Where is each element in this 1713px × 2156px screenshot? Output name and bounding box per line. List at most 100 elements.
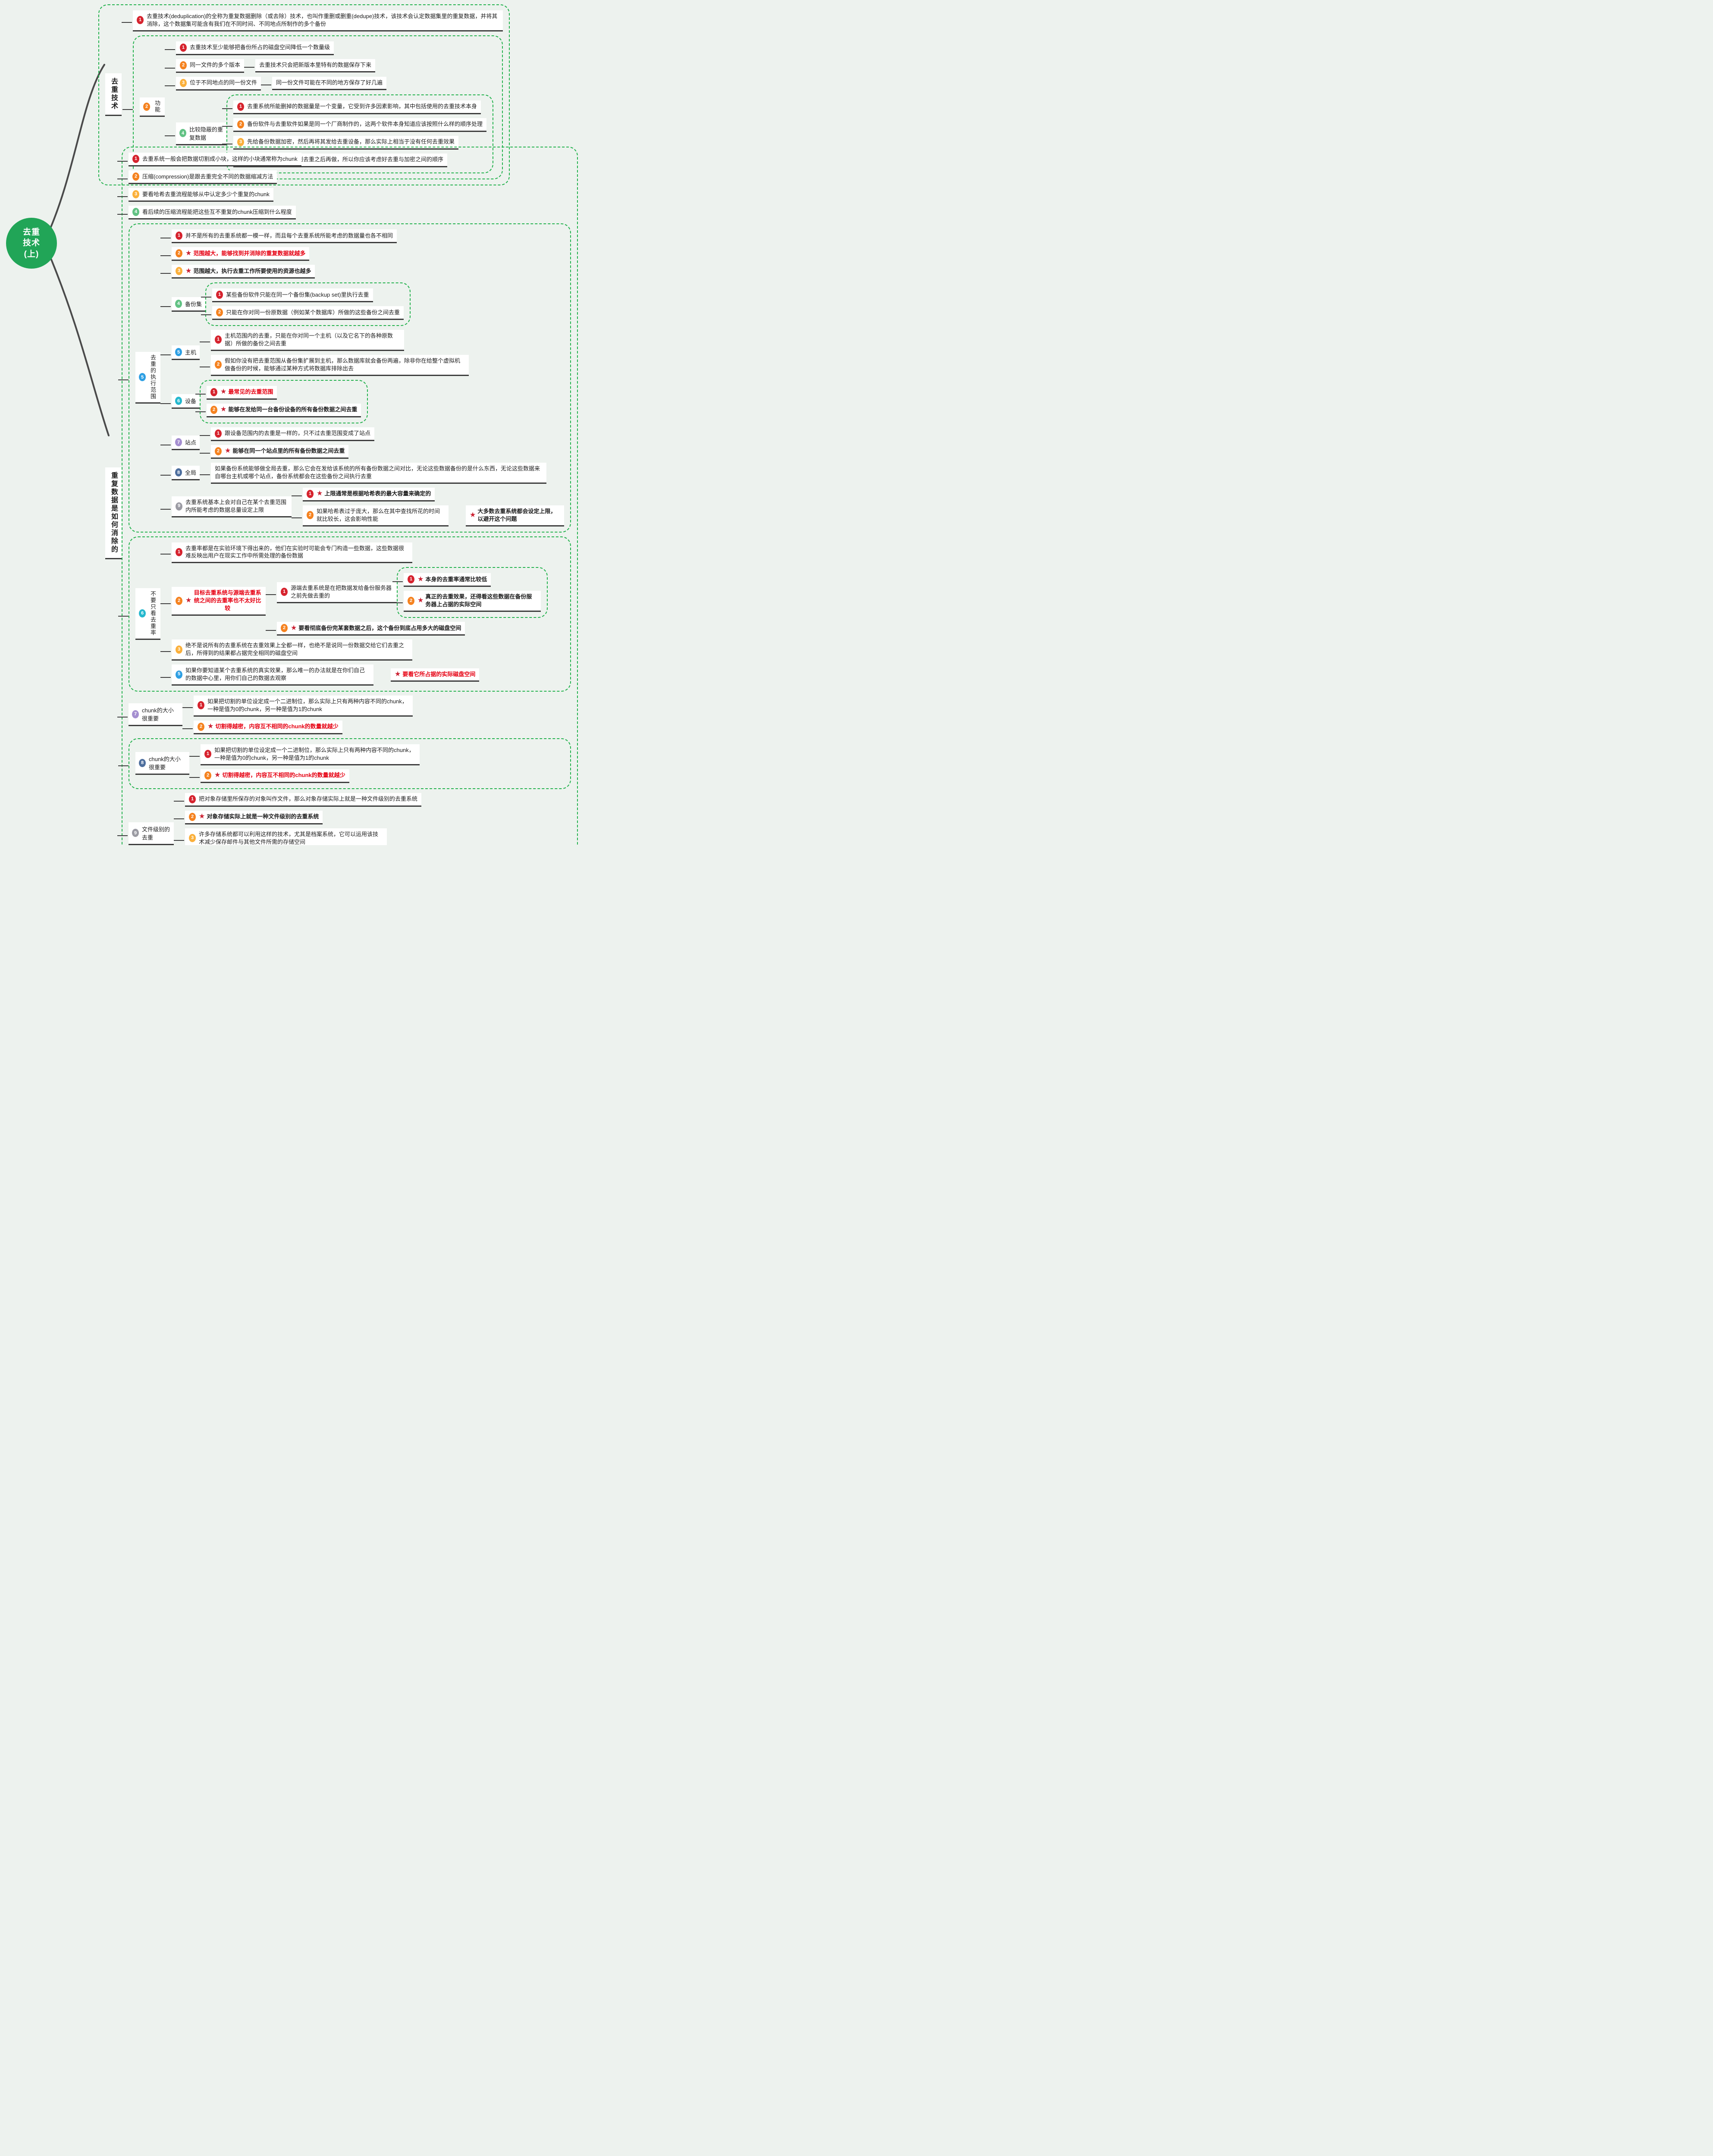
node-site-2[interactable]: 2 ★ 能够在同一个站点里的所有备份数据之间去重 [211,445,349,459]
node-limit-2[interactable]: 2 如果哈希表过于庞大，那么在其中查找所花的时间就比较长，这会影响性能 [303,505,449,526]
mindmap-canvas: 去重 技术 (上) 去重技术 1 去重技术(deduplication)的全称为… [0,0,578,845]
node-text: 位于不同地点的同一份文件 [190,79,257,86]
node-text: 大多数去重系统都会设定上限，以避开这个问题 [477,508,556,522]
node-ratio-1[interactable]: 1 去重率都是在实验环境下得出来的，他们在实验时可能会专门构造一些数据，这些数据… [172,542,412,564]
node-fn-3-note[interactable]: 同一份文件可能在不同的地方保存了好几遍 [272,77,387,91]
node-text: 如果你要知道某个去重系统的真实效果，那么唯一的办法就是在你们自己的数据中心里，用… [185,667,365,682]
node-fn-3[interactable]: 3 位于不同地点的同一份文件 [176,76,261,91]
node-chunk8-1[interactable]: 1 如果把切割的单位设定成一个二进制位，那么实际上只有两种内容不同的chunk，… [201,744,420,765]
backupset-children: 1 某些备份软件只能在同一个备份集(backup set)里执行去重 2 只能在… [205,282,411,326]
node-hidden-1[interactable]: 1 去重系统所能删掉的数据量是一个变量，它受到许多因素影响，其中包括使用的去重技… [233,100,481,114]
node-hidden-dup-label[interactable]: 4 比较隐蔽的重复数据 [176,122,226,145]
node-device-2[interactable]: 2 ★ 能够在发给同一台备份设备的所有备份数据之间去重 [207,403,361,417]
node-dedup-definition[interactable]: 1 去重技术(deduplication)的全称为重复数据删除（或去除）技术，也… [133,10,503,31]
node-scope-1[interactable]: 1 并不是所有的去重系统都一模一样，而且每个去重系统所能考虑的数据量也各不相同 [172,229,397,243]
label-text: 设备 [185,398,197,405]
star-icon: ★ [225,447,231,455]
root-line: 技术 [22,238,40,248]
row-backupset: 4 备份集 1 某些备份软件只能在同一个备份集(backup set)里执行去重… [172,282,564,326]
node-global-text[interactable]: 如果备份系统能够做全局去重，那么它会在发给该系统的所有备份数据之间对比，无论这些… [211,462,547,484]
node-b-1[interactable]: 1 去重系统一般会把数据切割成小块，这样的小块通常称为chunk [129,153,301,166]
node-chunk7-label[interactable]: 7 chunk的大小很重要 [129,703,182,727]
node-hidden-2[interactable]: 2 备份软件与去重软件如果是同一个厂商制作的，这两个软件本身知道应该按照什么样的… [233,118,487,132]
badge-6: 6 [175,397,182,405]
node-global-label[interactable]: 8 全局 [172,466,200,481]
node-text: 先给备份数据加密，然后再将其发给去重设备，那么实际上相当于没有任何去重效果 [247,138,455,145]
badge-4: 4 [132,208,139,216]
branch-b-label[interactable]: 重复数据是如何消除的 [105,467,122,560]
node-host-1[interactable]: 1 主机范围内的去重，只能在你对同一个主机（以及它名下的各种原数据）所做的备份之… [211,330,405,351]
node-compare[interactable]: 2 ★ 目标去重系统与源端去重系统之间的去重率也不太好比较 [172,587,266,616]
node-ratio-5[interactable]: 5 如果你要知道某个去重系统的真实效果，那么唯一的办法就是在你们自己的数据中心里… [172,664,373,686]
node-site-label[interactable]: 7 站点 [172,436,200,451]
badge-3: 3 [237,138,244,146]
node-compare-2[interactable]: 2 ★ 要看彻底备份完某套数据之后，这个备份到底占用多大的磁盘空间 [277,622,465,636]
badge-5: 5 [176,670,182,679]
node-device-label[interactable]: 6 设备 [172,394,200,409]
node-text: 主机范围内的去重，只能在你对同一个主机（以及它名下的各种原数据）所做的备份之间去… [225,332,393,347]
star-icon: ★ [395,671,401,678]
node-functions-label[interactable]: 2 功能 [140,97,165,117]
node-fn-2[interactable]: 2 同一文件的多个版本 [176,59,245,73]
node-limit-1[interactable]: 1 ★ 上限通常是根据哈希表的最大容量来确定的 [303,487,435,501]
node-filelevel-2[interactable]: 2 ★ 对象存储实际上就是一种文件级别的去重系统 [185,810,323,824]
badge-1: 1 [215,429,222,438]
node-fn-1[interactable]: 1 去重技术至少能够把备份所占的磁盘空间降低一个数量级 [176,41,334,55]
node-backupset-2[interactable]: 2 只能在你对同一份原数据（例如某个数据库）所做的这些备份之间去重 [212,306,404,320]
node-b-4[interactable]: 4 看后续的压缩流程能把这些互不重复的chunk压缩到什么程度 [129,206,296,219]
star-icon: ★ [220,388,227,396]
badge-1: 1 [307,489,314,498]
row-compare: 2 ★ 目标去重系统与源端去重系统之间的去重率也不太好比较 1 源端去重系统是在… [172,567,548,636]
node-scope-label[interactable]: 5 去重的执行范围 [135,352,160,404]
node-source-2[interactable]: 2 ★ 真正的去重效果，还得看这些数据在备份服务器上占据的实际空间 [404,591,541,612]
source-dedup-children: 1 ★ 本身的去重率通常比较低 2 ★ 真正的去重效果，还得看这些数据在备份服务… [397,567,548,618]
star-icon: ★ [185,249,192,257]
node-ratio-label[interactable]: 6 不要只看去重率 [135,588,160,640]
host-children: 1 主机范围内的去重，只能在你对同一个主机（以及它名下的各种原数据）所做的备份之… [200,330,469,376]
node-ratio-3[interactable]: 3 绝不是说所有的去重系统在去重效果上全都一样，也绝不是说同一份数据交给它们去重… [172,639,412,661]
label-text: chunk的大小很重要 [142,707,174,722]
label-text: 去重的执行范围 [150,354,156,400]
node-limit[interactable]: 9 去重系统基本上会对自己在某个去重范围内所能考虑的数据总量设定上限 [172,496,292,517]
node-source-1[interactable]: 1 ★ 本身的去重率通常比较低 [404,573,491,587]
node-backupset-1[interactable]: 1 某些备份软件只能在同一个备份集(backup set)里执行去重 [212,288,373,302]
node-chunk7-2[interactable]: 2 ★ 切割得越密，内容互不相同的chunk的数量就越少 [194,720,342,734]
node-backupset-label[interactable]: 4 备份集 [172,297,206,312]
node-text: 假如你没有把去重范围从备份集扩展到主机，那么数据库就会备份两遍，除非你在给整个虚… [225,357,461,372]
badge-3: 3 [176,645,182,654]
node-fn-2-note[interactable]: 去重技术只会把新版本里特有的数据保存下来 [255,59,376,73]
star-icon: ★ [417,575,424,583]
branch-a-label[interactable]: 去重技术 [105,73,122,116]
label-text: 文件级别的去重 [142,826,170,841]
site-children: 1 跟设备范围内的去重是一样的，只不过去重范围变成了站点 2 ★ 能够在同一个站… [200,427,375,459]
node-filelevel-1[interactable]: 1 把对象存储里所保存的对象叫作文件，那么对象存储实际上就是一种文件级别的去重系… [185,793,422,807]
node-scope-3[interactable]: 3 ★ 范围越大，执行去重工作所要使用的资源也越多 [172,265,315,279]
badge-9: 9 [176,502,182,511]
node-ratio-note[interactable]: ★ 要看它所占据的实际磁盘空间 [391,668,480,682]
node-chunk8-2[interactable]: 2 ★ 切割得越密，内容互不相同的chunk的数量就越少 [201,769,349,783]
node-device-1[interactable]: 1 ★ 最常见的去重范围 [207,385,277,400]
fn-2-children: 去重技术只会把新版本里特有的数据保存下来 [244,59,376,73]
badge-1: 1 [204,750,211,758]
node-chunk8-label[interactable]: 8 chunk的大小很重要 [135,752,189,775]
node-source-dedup[interactable]: 1 源端去重系统是在把数据发给备份服务器之前先做去重的 [277,582,397,603]
node-chunk7-1[interactable]: 1 如果把切割的单位设定成一个二进制位，那么实际上只有两种内容不同的chunk，… [194,696,413,717]
label-text: 功能 [154,100,160,113]
node-b-2[interactable]: 2 压缩(compression)是跟去重完全不同的数据缩减方法 [129,170,277,184]
node-text: 只能在你对同一份原数据（例如某个数据库）所做的这些备份之间去重 [226,309,400,316]
root-node[interactable]: 去重 技术 (上) [6,218,57,269]
node-text: 如果备份系统能够做全局去重，那么它会在发给该系统的所有备份数据之间对比，无论这些… [215,465,540,479]
badge-1: 1 [215,335,222,344]
node-text: 源端去重系统是在把数据发给备份服务器之前先做去重的 [291,584,392,599]
node-filelevel-3[interactable]: 3 许多存储系统都可以利用这样的技术，尤其是档案系统，它可以运用该技术减少保存邮… [185,828,387,845]
node-scope-2[interactable]: 2 ★ 范围越大，能够找到并消除的重复数据就越多 [172,247,310,261]
node-text: 去重技术至少能够把备份所占的磁盘空间降低一个数量级 [190,44,330,51]
global-children: 如果备份系统能够做全局去重，那么它会在发给该系统的所有备份数据之间对比，无论这些… [200,462,547,484]
node-host-2[interactable]: 2 假如你没有把去重范围从备份集扩展到主机，那么数据库就会备份两遍，除非你在给整… [211,354,469,376]
node-filelevel-label[interactable]: 9 文件级别的去重 [129,822,174,845]
label-text: 全局 [185,470,197,476]
node-b-3[interactable]: 3 要看哈希去重流程能够从中认定多少个重复的chunk [129,188,273,202]
node-site-1[interactable]: 1 跟设备范围内的去重是一样的，只不过去重范围变成了站点 [211,427,375,441]
node-host-label[interactable]: 5 主机 [172,345,200,360]
node-limit-note[interactable]: ★ 大多数去重系统都会设定上限，以避开这个问题 [466,505,564,526]
